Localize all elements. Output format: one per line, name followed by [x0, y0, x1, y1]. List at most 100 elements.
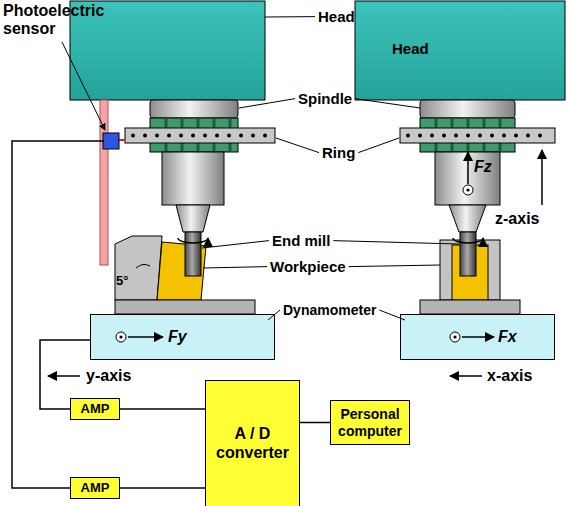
ring-hole	[514, 134, 518, 138]
leader-line	[202, 241, 269, 248]
axis-arrow	[541, 150, 543, 205]
amplifier-box: AMP	[70, 398, 120, 420]
rotation-arrow	[453, 238, 483, 243]
part-label: End mill	[272, 232, 330, 249]
part-label: Head	[392, 40, 429, 57]
axis-label: z-axis	[495, 210, 539, 228]
tool-holder	[449, 205, 486, 232]
ring-hole	[191, 134, 195, 138]
ring-hole	[538, 134, 542, 138]
dynamometer-fill	[90, 314, 275, 360]
leader-line	[239, 99, 295, 108]
spindle-collar	[420, 100, 515, 118]
ring-hole	[203, 134, 207, 138]
out-of-plane-dot	[466, 188, 469, 191]
ring-hole	[143, 134, 147, 138]
out-of-plane-symbol	[116, 332, 126, 342]
ring-holes	[131, 134, 542, 138]
leader-line	[333, 241, 459, 244]
node-text: Fx	[498, 328, 517, 346]
axis-arrow	[48, 375, 80, 377]
leader-line	[268, 310, 280, 320]
leader-lines	[202, 17, 459, 320]
right-machine	[355, 1, 565, 376]
ring-hole	[406, 134, 410, 138]
leader-line	[203, 267, 267, 268]
ring-hole	[442, 134, 446, 138]
converter-box: A / D converter	[205, 380, 300, 506]
out-of-plane-dot	[453, 335, 456, 338]
ring-hole	[418, 134, 422, 138]
ring-hole	[526, 134, 530, 138]
end-mill	[185, 232, 201, 276]
force-label: Fz	[474, 158, 492, 176]
ring-hole	[430, 134, 434, 138]
leader-line	[349, 265, 440, 267]
ring-hole	[179, 134, 183, 138]
ring-hole	[490, 134, 494, 138]
light-beam	[119, 139, 125, 141]
end-mill	[460, 232, 476, 276]
ring-hole	[155, 134, 159, 138]
ring-plate	[125, 128, 275, 143]
ring-hole	[131, 134, 135, 138]
out-of-plane-dot	[119, 335, 122, 338]
ring-hole	[167, 134, 171, 138]
dynamometer-box: Fx	[400, 314, 555, 360]
part-label: Dynamometer	[283, 302, 376, 318]
ring-hole	[215, 134, 219, 138]
ring-stripes	[436, 119, 500, 151]
angle-label: 5°	[116, 274, 128, 289]
ring-hole	[454, 134, 458, 138]
tool-holder	[176, 205, 210, 232]
leader-line	[379, 310, 405, 320]
ring-hole	[478, 134, 482, 138]
node-text: Personal computer	[335, 406, 405, 438]
leader-line	[355, 99, 420, 108]
ring-hole	[263, 134, 267, 138]
signal-wire	[120, 487, 205, 489]
leader-arrow	[62, 42, 105, 130]
ring-hole	[466, 134, 470, 138]
part-label: Workpiece	[270, 258, 346, 275]
axis-arrow	[450, 375, 482, 377]
ring-hole	[251, 134, 255, 138]
base-plate	[420, 300, 520, 314]
head-housing	[355, 1, 565, 100]
signal-wire	[300, 422, 330, 424]
ring-hole	[239, 134, 243, 138]
spindle-body	[435, 152, 500, 205]
axis-label: x-axis	[487, 367, 532, 385]
base-plate	[115, 300, 255, 314]
dynamometer-box: Fy	[90, 314, 275, 360]
part-label: Head	[318, 8, 355, 25]
sensor-bracket	[100, 100, 108, 265]
out-of-plane-symbol	[463, 185, 473, 195]
force-arrow	[467, 152, 469, 184]
computer-box: Personal computer	[330, 400, 410, 445]
spindle-body	[162, 152, 224, 205]
leader-line	[265, 16, 315, 17]
node-text: AMP	[81, 402, 110, 417]
angle-fixture	[115, 236, 162, 300]
spindle-collar	[150, 100, 238, 118]
ring-hole	[502, 134, 506, 138]
ring-plate	[400, 128, 555, 143]
part-label: Ring	[322, 144, 355, 161]
node-text: AMP	[81, 481, 110, 496]
node-text: A / D converter	[211, 425, 294, 462]
part-label: Spindle	[298, 90, 352, 107]
dynamometer-fill	[400, 314, 555, 360]
node-text: Fy	[168, 328, 187, 346]
sensor-label: Photoelectric sensor	[3, 2, 133, 39]
ring-hole	[227, 134, 231, 138]
photoelectric-sensor	[103, 133, 119, 149]
out-of-plane-symbol	[450, 332, 460, 342]
ring-stripes	[467, 119, 470, 151]
axis-label: y-axis	[86, 367, 131, 385]
signal-wire	[120, 408, 205, 410]
rotation-arrow	[178, 238, 208, 243]
